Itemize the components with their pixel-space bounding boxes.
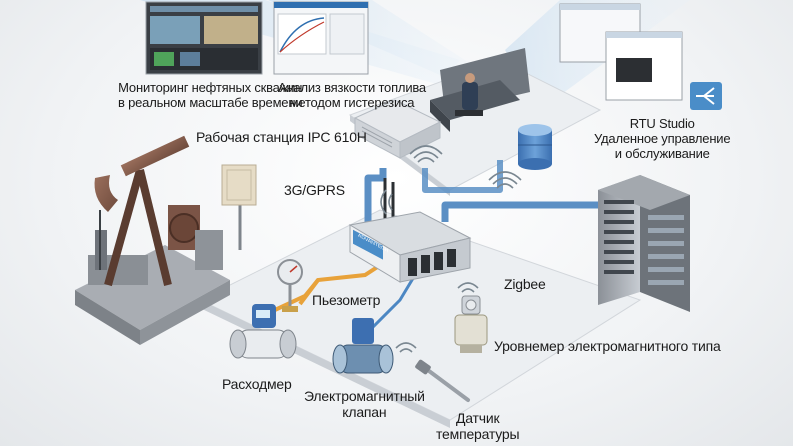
rtu-studio-screenshot (559, 3, 683, 101)
wifi-signal-icon (409, 145, 443, 163)
electromagnetic-valve (332, 318, 394, 374)
label-monitoring: Мониторинг нефтяных скважин в реальном м… (118, 80, 303, 110)
label-piezometer: Пьезометр (312, 292, 381, 308)
label-gprs: 3G/GPRS (284, 182, 345, 198)
wifi-signal-icon (395, 342, 417, 353)
server-racks (598, 175, 690, 312)
monitoring-screenshot (145, 1, 263, 75)
temperature-probe (415, 359, 470, 402)
label-rtu-studio: RTU Studio Удаленное управление и обслуж… (594, 116, 731, 161)
label-zigbee: Zigbee (504, 276, 546, 292)
ethernet-cable-workstation (364, 168, 387, 222)
control-desk (430, 48, 530, 132)
network-hub-icon (690, 82, 722, 110)
wifi-signal-icon (380, 189, 393, 215)
oil-pumpjack (75, 135, 230, 345)
label-level-gauge: Уровнемер электромагнитного типа (494, 338, 721, 354)
signal-cable-flowmeter (261, 278, 320, 318)
utility-cabinet (221, 164, 257, 250)
label-temp-sensor: Датчик температуры (436, 410, 520, 442)
label-valve: Электромагнитный клапан (304, 388, 425, 420)
flowmeter-device (229, 304, 297, 359)
label-viscosity: Анализ вязкости топлива методом гистерез… (278, 80, 426, 110)
label-flowmeter: Расходмер (222, 376, 292, 392)
piezometer-device (277, 259, 303, 312)
ethernet-cable-control (422, 160, 503, 193)
storage-disk (518, 124, 552, 170)
ethernet-cable-server (441, 201, 602, 222)
viscosity-screenshot (273, 1, 369, 75)
label-workstation: Рабочая станция IPC 610H (196, 129, 367, 145)
wifi-signal-icon (457, 282, 479, 293)
ipc-610h-workstation (353, 99, 442, 159)
rtu-controller: ADVANTECH (348, 178, 472, 283)
wifi-signal-icon (488, 171, 522, 189)
level-gauge-device (454, 295, 488, 353)
